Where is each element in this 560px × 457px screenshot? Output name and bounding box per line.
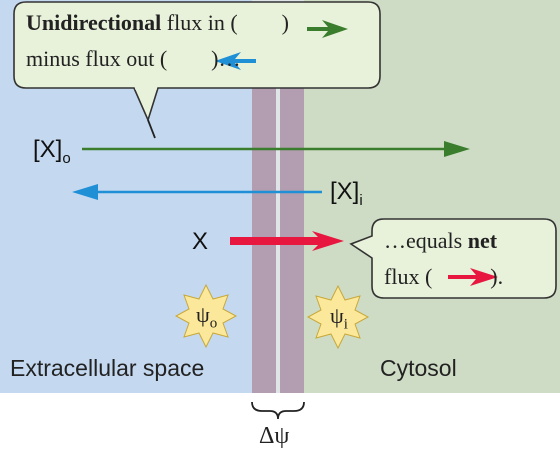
membrane-potential-label: Δψ (259, 423, 290, 449)
bubble-top-line2: minus flux out ( )… (26, 42, 241, 75)
bubble-net-line2-end: ). (490, 264, 504, 289)
membrane-brace (251, 401, 305, 420)
psi-outside-starburst (174, 283, 238, 349)
bubble-net-line2: flux (). (384, 260, 503, 293)
efflux-arrowhead (72, 184, 98, 200)
influx-arrowhead (444, 141, 470, 157)
cytosol-label: Cytosol (380, 355, 457, 381)
net-flux-arrow (230, 231, 344, 251)
bubble-net (349, 218, 557, 299)
psi-outside-label: ψo (196, 302, 218, 332)
bubble-top-line1-rest: flux in ( (161, 10, 238, 35)
bubble-top-line2-end: )… (211, 46, 241, 71)
pointer-to-influx (147, 119, 156, 139)
legend-efflux-arrow (215, 52, 256, 70)
psi-inside-label: ψi (330, 303, 348, 333)
bubble-net-line1: …equals net (384, 224, 497, 257)
bubble-top-line1-end: ) (281, 10, 289, 35)
net-word: net (467, 228, 498, 253)
extracellular-label: Extracellular space (10, 355, 205, 381)
unidirectional-word: Unidirectional (26, 10, 162, 35)
conc-outside-label: [X]o (33, 136, 71, 167)
bubble-net-line1-start: …equals (384, 228, 468, 253)
bubble-unidirectional (13, 1, 381, 123)
psi-inside-starburst (306, 284, 370, 350)
legend-net-arrow (448, 268, 498, 286)
bubble-top-line2-start: minus flux out ( (26, 46, 168, 71)
bubble-top-line1: Unidirectional flux in () (26, 6, 289, 39)
bubble-net-line2-start: flux ( (384, 264, 433, 289)
conc-inside-label: [X]i (330, 178, 363, 209)
net-species-label: X (192, 228, 209, 255)
legend-influx-arrow (307, 20, 348, 38)
